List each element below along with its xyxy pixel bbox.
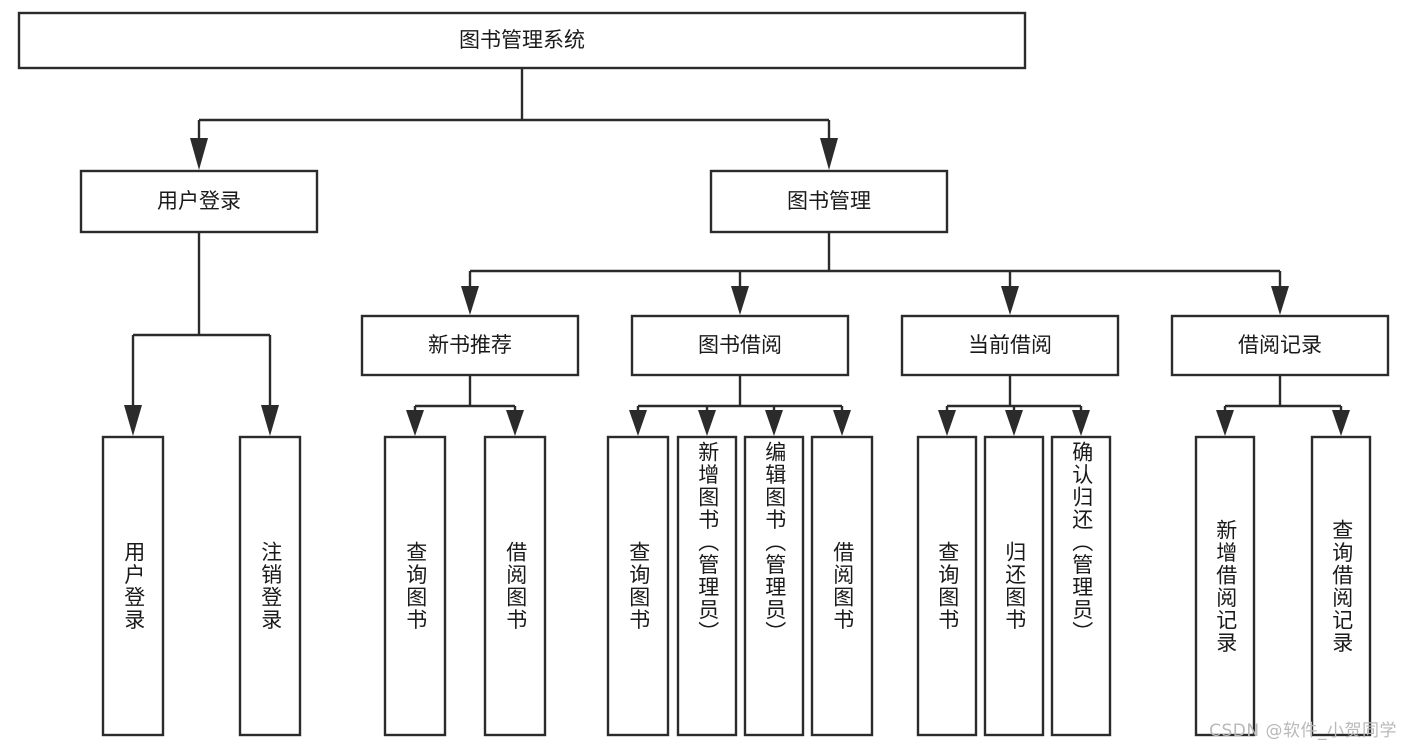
arrowhead-leaf-confirm-return-admin	[1072, 410, 1090, 436]
csdn-watermark: CSDN @软件_小贺同学	[1209, 721, 1397, 741]
arrowhead-leaf-borrow-book	[833, 410, 851, 436]
label-book-borrow: 图书借阅	[698, 333, 782, 357]
node-leaf-confirm-return-admin[interactable]	[1050, 435, 1112, 737]
arrowhead-current-borrow	[1001, 286, 1019, 315]
arrowhead-leaf-logout	[261, 405, 279, 436]
arrowhead-leaf-add-book-admin	[698, 410, 716, 436]
node-book-management[interactable]	[709, 169, 949, 234]
node-leaf-query-borrow-record[interactable]	[1310, 435, 1372, 737]
label-book-management: 图书管理	[787, 189, 871, 213]
node-current-borrow[interactable]	[900, 314, 1120, 377]
node-book-borrow[interactable]	[630, 314, 850, 377]
horizontal-label-group: 图书管理系统 用户登录 图书管理 新书推荐 图书借阅 当前借阅 借阅记录	[157, 28, 1322, 357]
node-borrow-record[interactable]	[1170, 314, 1390, 377]
connector-group	[124, 68, 1350, 436]
node-leaf-query-book-borrow[interactable]	[606, 435, 670, 737]
node-user-login[interactable]	[79, 169, 319, 234]
arrowhead-leaf-query-book-current	[938, 410, 956, 436]
node-leaf-borrow-book[interactable]	[810, 435, 874, 737]
arrowhead-leaf-query-book-borrow	[629, 410, 647, 436]
node-leaf-add-borrow-record[interactable]	[1194, 435, 1256, 737]
node-leaf-query-book-rec[interactable]	[383, 435, 447, 737]
node-box-group	[17, 11, 1390, 737]
label-root: 图书管理系统	[459, 28, 585, 52]
node-leaf-logout[interactable]	[238, 435, 302, 737]
node-leaf-user-login[interactable]	[101, 435, 165, 737]
arrowhead-book-management	[820, 138, 838, 170]
arrowhead-user-login	[190, 138, 208, 170]
label-current-borrow: 当前借阅	[968, 333, 1052, 357]
arrowhead-borrow-record	[1271, 286, 1289, 315]
arrowhead-leaf-borrow-book-rec	[506, 410, 524, 436]
node-leaf-add-book-admin[interactable]	[676, 435, 738, 737]
arrowhead-leaf-user-login	[124, 405, 142, 436]
node-leaf-borrow-book-rec[interactable]	[483, 435, 547, 737]
label-user-login: 用户登录	[157, 189, 241, 213]
arrowhead-leaf-query-book-rec	[406, 410, 424, 436]
arrowhead-book-borrow	[731, 286, 749, 315]
label-new-book-recommend: 新书推荐	[428, 333, 512, 357]
arrowhead-leaf-edit-book-admin	[765, 410, 783, 436]
node-leaf-return-book[interactable]	[983, 435, 1045, 737]
arrowhead-leaf-query-borrow-record	[1332, 410, 1350, 436]
node-root[interactable]	[17, 11, 1027, 70]
arrowhead-leaf-return-book	[1005, 410, 1023, 436]
label-borrow-record: 借阅记录	[1238, 333, 1322, 357]
arrowhead-new-book-recommend	[461, 286, 479, 315]
node-leaf-query-book-current[interactable]	[916, 435, 978, 737]
node-leaf-edit-book-admin[interactable]	[743, 435, 805, 737]
arrowhead-leaf-add-borrow-record	[1216, 410, 1234, 436]
node-new-book-recommend[interactable]	[360, 314, 580, 377]
